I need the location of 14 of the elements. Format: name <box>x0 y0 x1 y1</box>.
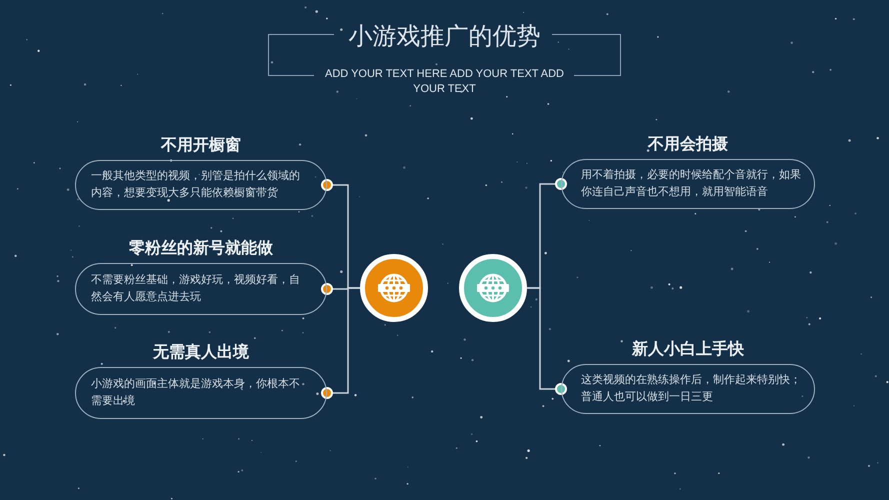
card-heading: 不用开橱窗 <box>161 136 241 156</box>
description-text: 一般其他类型的视频，别管是拍什么领域的内容，想要变现大多只能依赖橱窗带货 <box>91 169 301 201</box>
card-heading: 无需真人出境 <box>153 343 249 363</box>
card-heading: 零粉丝的新号就能做 <box>129 239 273 259</box>
title: 小游戏推广的优势 <box>348 22 540 52</box>
connector-line <box>321 287 360 399</box>
card-heading: 新人小白上手快 <box>632 340 744 360</box>
description-text: 不需要粉丝基础，游戏好玩，视频好看，自然会有人愿意点进去玩 <box>91 273 301 305</box>
description-text: 小游戏的画面主体就是游戏本身，你根本不需要出境 <box>91 376 301 409</box>
description-text: 这类视频的在熟练操作后，制作起来特别快；普通人也可以做到一日三更 <box>581 372 802 405</box>
card-heading: 不用会拍摄 <box>648 135 728 155</box>
subtitle-text: ADD YOUR TEXT HERE ADD YOUR TEXT ADD YOUR TEXT <box>324 67 565 97</box>
description-text: 用不着拍摄，必要的时候给配个音就行，如果你连自己声音也不想用，就用智能语音 <box>581 168 802 200</box>
connector-line <box>527 287 567 395</box>
